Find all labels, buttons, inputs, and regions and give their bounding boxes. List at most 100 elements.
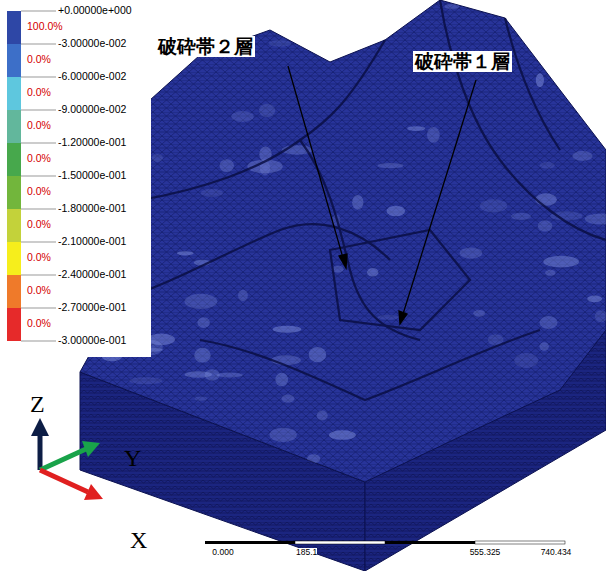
- legend-value: -2.40000e-001: [58, 269, 126, 280]
- shading-patch: [330, 32, 363, 43]
- legend-swatch: [7, 77, 21, 110]
- legend-tick: [21, 176, 56, 177]
- shading-patch: [201, 189, 223, 197]
- shading-patch: [378, 163, 404, 168]
- shading-patch: [514, 353, 538, 368]
- legend-swatch: [7, 110, 21, 143]
- shading-patch: [473, 310, 485, 317]
- shading-patch: [540, 162, 555, 169]
- shading-patch: [185, 294, 218, 309]
- shading-patch: [129, 377, 162, 384]
- shading-patch: [585, 213, 606, 224]
- shading-patch: [354, 22, 375, 28]
- shading-patch: [480, 199, 508, 212]
- legend-tick: [21, 209, 56, 210]
- shading-patch: [363, 7, 380, 15]
- shading-patch: [573, 438, 605, 451]
- legend-tick: [21, 341, 56, 342]
- shading-patch: [445, 4, 460, 9]
- legend-value: -3.00000e-001: [58, 335, 126, 346]
- scale-value: 0.000: [212, 548, 233, 557]
- shading-patch: [275, 373, 288, 387]
- callout-arrows: [288, 66, 476, 324]
- legend-tick: [21, 143, 56, 144]
- legend-value: -6.00000e-002: [58, 71, 126, 82]
- shading-patch: [427, 127, 440, 143]
- shading-patch: [259, 104, 275, 117]
- shading-patch: [387, 206, 406, 216]
- shading-patch: [567, 40, 585, 45]
- legend-tick: [21, 308, 56, 309]
- shading-patch: [317, 411, 328, 421]
- shading-patch: [238, 290, 248, 302]
- shading-patch: [273, 326, 302, 333]
- legend-percent: 0.0%: [27, 318, 51, 329]
- shading-patch: [572, 151, 592, 161]
- legend-swatch: [7, 176, 21, 209]
- legend-value: -2.70000e-001: [58, 302, 126, 313]
- shading-patch: [460, 247, 483, 258]
- shading-patch: [540, 316, 558, 329]
- scale-value: 555.325: [470, 548, 501, 557]
- legend-panel: [0, 0, 151, 357]
- shading-patch: [270, 428, 297, 442]
- shading-patch: [156, 16, 190, 32]
- shading-patch: [281, 394, 294, 402]
- legend-tick: [21, 11, 56, 12]
- shading-patch: [550, 211, 582, 220]
- legend-value: -9.00000e-002: [58, 104, 126, 115]
- scale-value: 185.1: [296, 548, 317, 557]
- shading-patch: [539, 342, 548, 350]
- shading-patch: [219, 0, 240, 6]
- shading-patch: [367, 268, 378, 277]
- callout-label: 破砕帯２層: [156, 36, 255, 57]
- shading-patch: [197, 317, 209, 328]
- shading-patch: [329, 430, 356, 440]
- legend-tick: [21, 77, 56, 78]
- legend-value: +0.00000e+000: [58, 5, 132, 16]
- shading-patch: [195, 396, 208, 400]
- shading-patch: [341, 14, 360, 20]
- legend-tick: [21, 275, 56, 276]
- shading-patch: [231, 111, 254, 122]
- shading-patch: [216, 373, 242, 378]
- legend-tick: [21, 242, 56, 243]
- shading-patch: [571, 380, 605, 387]
- shading-patch: [294, 31, 329, 42]
- axis-label: X: [130, 528, 147, 552]
- legend-value: -1.20000e-001: [58, 137, 126, 148]
- surface-shading: [71, 0, 606, 466]
- shading-patch: [568, 383, 588, 388]
- shading-patch: [511, 213, 531, 220]
- legend-percent: 0.0%: [27, 285, 51, 296]
- shading-patch: [332, 20, 348, 30]
- shading-patch: [545, 270, 555, 276]
- shading-patch: [543, 256, 579, 268]
- axis-label: Z: [30, 392, 45, 416]
- terrain-surface: [80, 0, 606, 482]
- shading-patch: [154, 0, 179, 3]
- shading-patch: [378, 315, 400, 320]
- axis-triad: [31, 418, 103, 500]
- shading-patch: [536, 73, 544, 87]
- shading-patch: [309, 347, 326, 362]
- legend-swatch: [7, 242, 21, 275]
- shading-patch: [407, 126, 425, 131]
- shading-patch: [152, 154, 163, 162]
- legend-swatch: [7, 44, 21, 77]
- shading-patch: [595, 310, 606, 322]
- legend-value: -2.10000e-001: [58, 236, 126, 247]
- legend-percent: 0.0%: [27, 186, 51, 197]
- terrain-block: [71, 0, 606, 571]
- legend-swatch: [7, 209, 21, 242]
- callout-label: 破砕帯１層: [413, 51, 512, 72]
- shading-patch: [185, 371, 212, 377]
- shading-patch: [538, 220, 553, 231]
- scale-bar: [205, 541, 565, 544]
- shading-patch: [269, 40, 292, 47]
- scale-value: 740.434: [541, 548, 572, 557]
- shading-patch: [440, 458, 465, 466]
- legend-swatch: [7, 308, 21, 341]
- shading-patch: [220, 159, 234, 172]
